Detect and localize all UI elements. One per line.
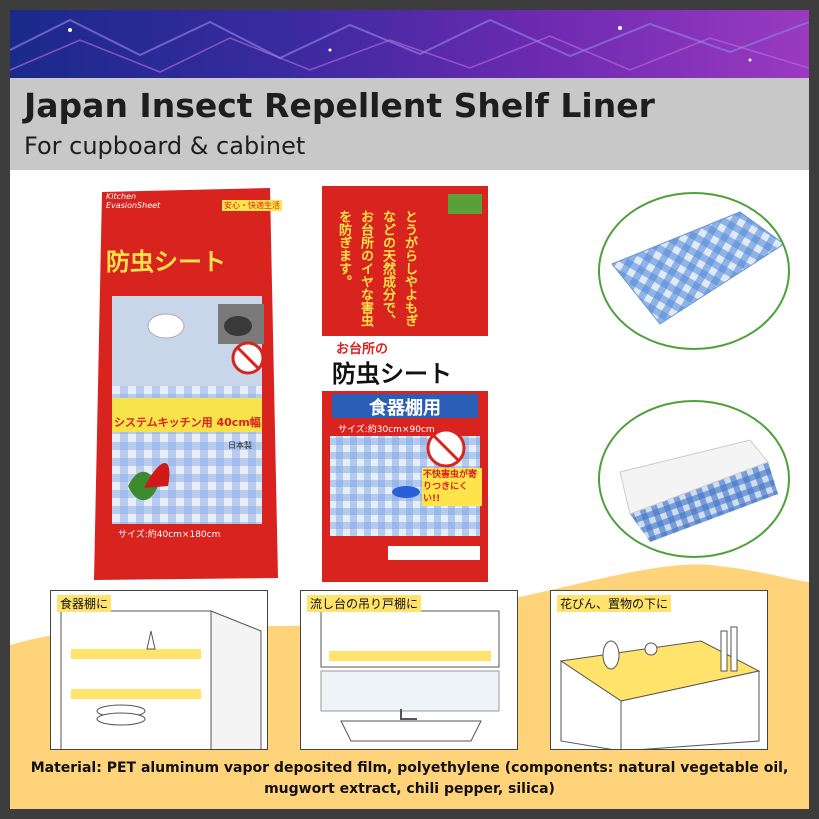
package-right-vertical-text: とうがらしやよもぎなどの天然成分で、お台所のイヤな害虫を防ぎます。	[336, 210, 417, 327]
usage-panel-cupboard: 食器棚に	[50, 590, 268, 750]
page-subtitle: For cupboard & cabinet	[24, 132, 306, 160]
hanging-cabinet-illustration	[320, 610, 500, 742]
cupboard-illustration	[60, 610, 262, 749]
decorative-banner	[10, 10, 809, 78]
banner-pattern	[10, 18, 809, 73]
panel-label-cupboard: 食器棚に	[57, 595, 112, 612]
package-left-size: サイズ:約40cm×180cm	[118, 530, 221, 540]
content-area: Kitchen EvasionSheet 安心・快適生活 防虫シート システムキ…	[10, 170, 809, 809]
package-left-made-in: 日本製	[228, 441, 252, 450]
page-title: Japan Insect Repellent Shelf Liner	[24, 86, 655, 125]
usage-panel-vase: 花びん、置物の下に	[550, 590, 768, 750]
package-right-title-big: 防虫シート	[332, 360, 452, 388]
package-right-usage: 食器棚用	[369, 398, 441, 419]
package-right-warning: 不快害虫が寄りつきにくい!!	[422, 468, 482, 506]
folded-liner-image	[611, 211, 785, 325]
package-right-title-small: お台所の	[336, 342, 389, 357]
product-package-left: Kitchen EvasionSheet 安心・快適生活 防虫シート システムキ…	[88, 186, 284, 582]
vase-illustration	[559, 626, 761, 749]
panel-label-hanging-cabinet: 流し台の吊り戸棚に	[307, 595, 422, 612]
package-left-art	[94, 188, 278, 580]
title-bar: Japan Insect Repellent Shelf Liner For c…	[10, 78, 809, 170]
product-card: Japan Insect Repellent Shelf Liner For c…	[10, 10, 809, 809]
package-right-size: サイズ:約30cm×90cm	[338, 425, 435, 435]
package-left-brand: Kitchen EvasionSheet	[106, 192, 161, 210]
usage-panel-hanging-cabinet: 流し台の吊り戸棚に	[300, 590, 518, 750]
package-left-banner: システムキッチン用 40cm幅	[114, 416, 261, 429]
liner-closeup-folded	[598, 192, 790, 350]
package-left-name: 防虫シート	[106, 248, 226, 276]
material-description: Material: PET aluminum vapor deposited f…	[30, 760, 789, 797]
package-right-art	[322, 186, 488, 582]
liner-closeup-peeled	[598, 400, 790, 558]
product-package-right: とうがらしやよもぎなどの天然成分で、お台所のイヤな害虫を防ぎます。 お台所の 防…	[322, 186, 488, 582]
peeled-liner-image	[619, 439, 778, 542]
package-left-tag: 安心・快適生活	[222, 200, 282, 211]
panel-label-vase: 花びん、置物の下に	[557, 595, 672, 612]
